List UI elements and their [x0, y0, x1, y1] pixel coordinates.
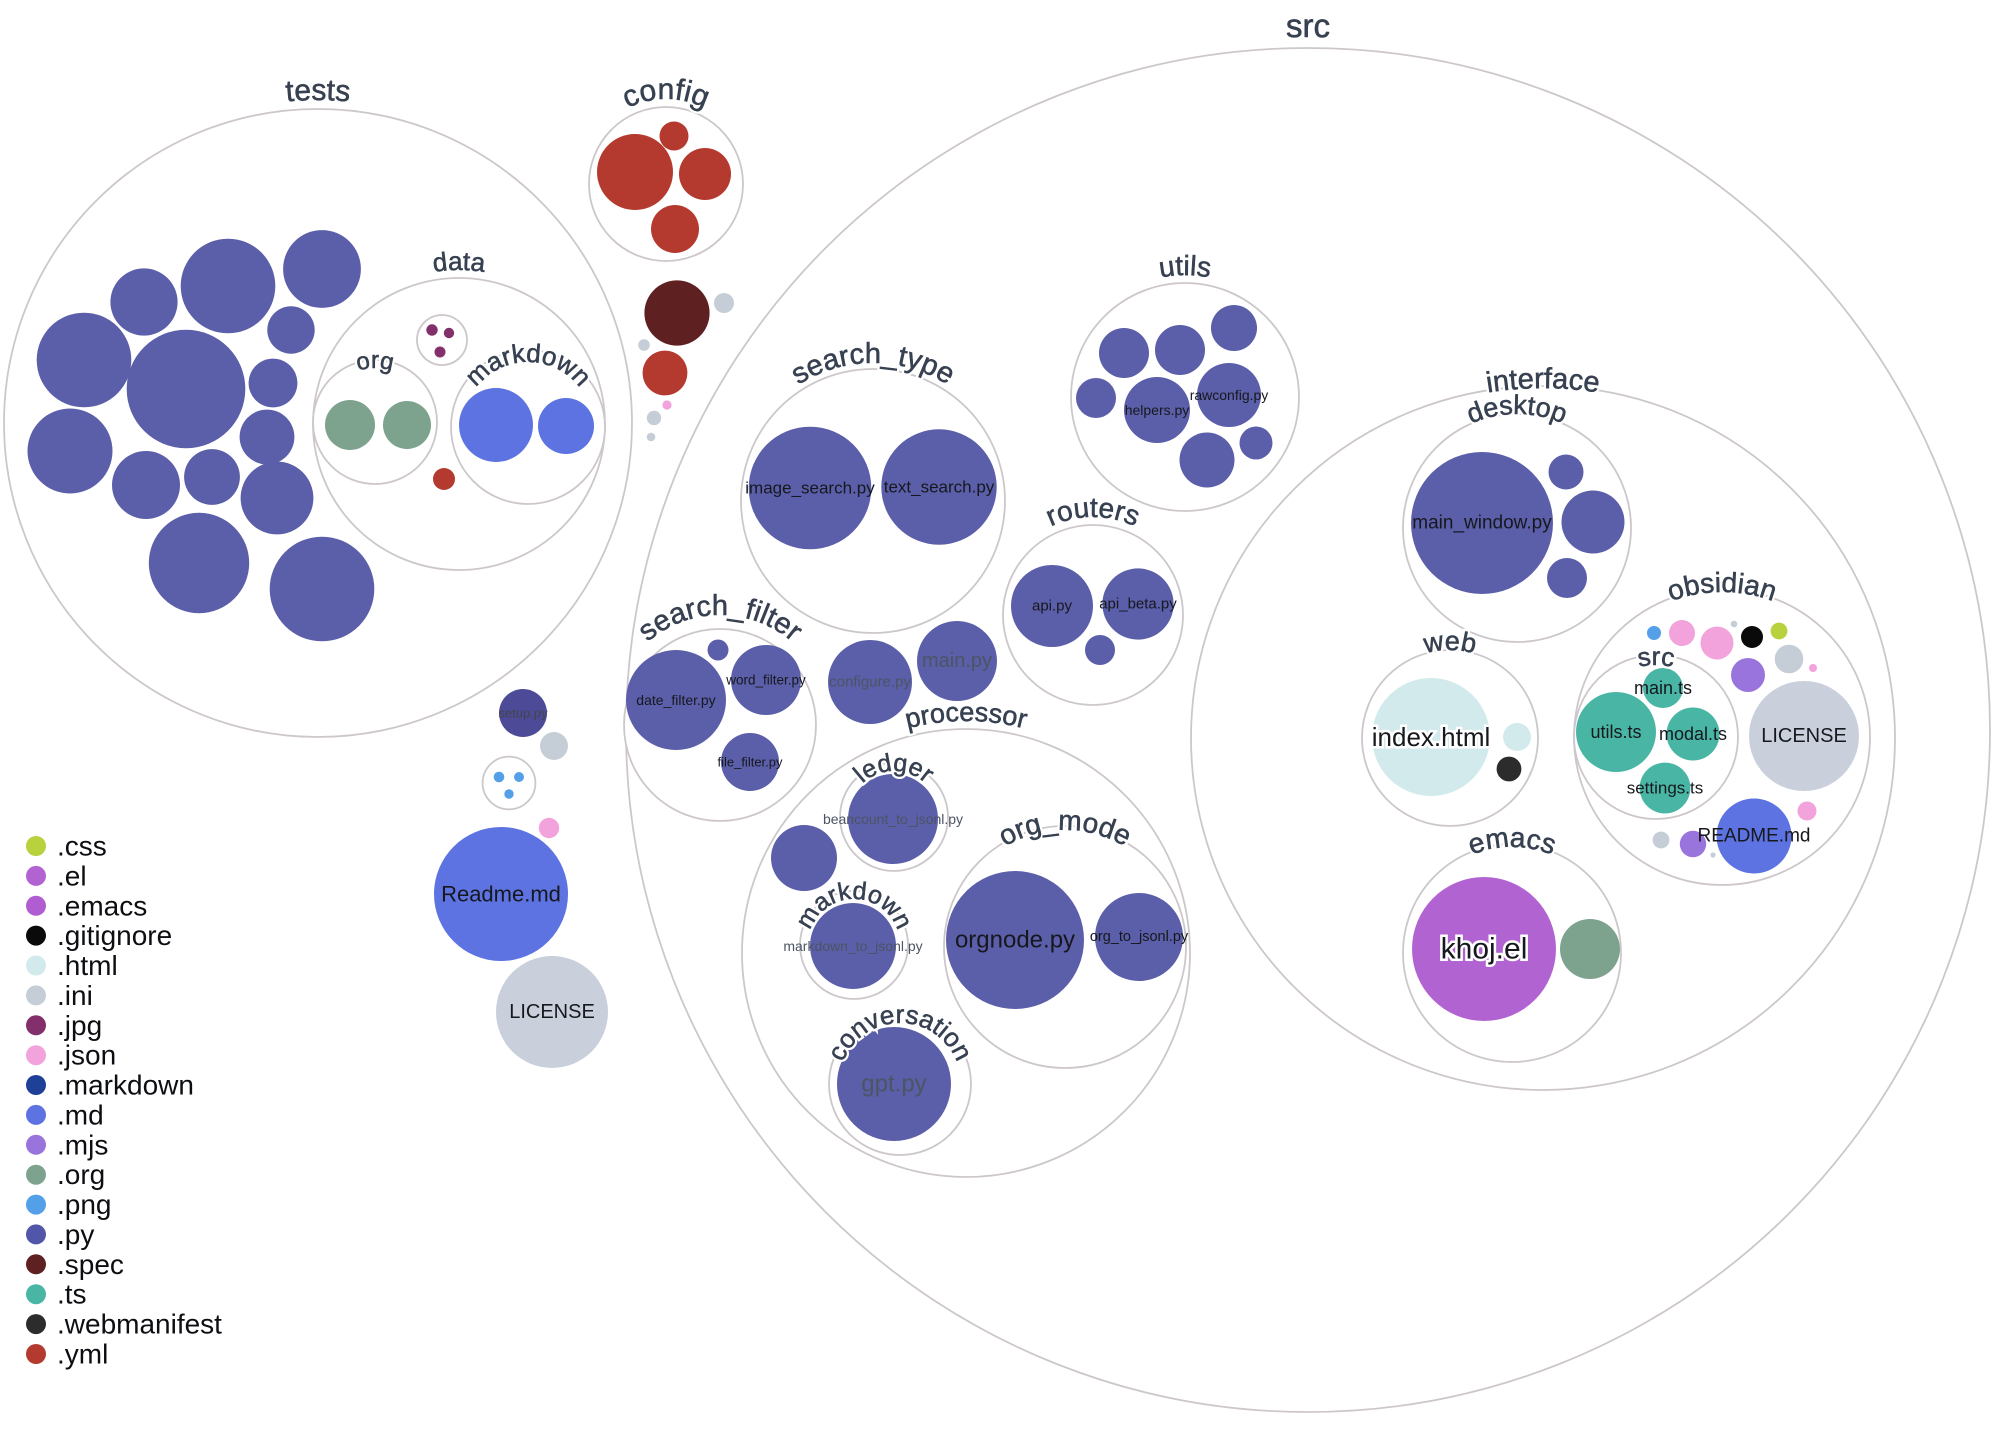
- svg-text:utils: utils: [1157, 250, 1214, 283]
- svg-text:beancount_to_jsonl.py: beancount_to_jsonl.py: [823, 811, 963, 827]
- svg-text:.gitignore: .gitignore: [57, 920, 172, 951]
- svg-text:utils.ts: utils.ts: [1590, 722, 1641, 742]
- svg-text:.jpg: .jpg: [57, 1010, 102, 1041]
- svg-text:main.py: main.py: [922, 650, 992, 672]
- svg-text:.org: .org: [57, 1159, 105, 1190]
- svg-text:.spec: .spec: [57, 1249, 124, 1280]
- svg-text:Readme.md: Readme.md: [441, 882, 561, 907]
- svg-text:rawconfig.py: rawconfig.py: [1190, 387, 1269, 403]
- svg-text:.ts: .ts: [57, 1279, 87, 1310]
- svg-text:org_to_jsonl.py: org_to_jsonl.py: [1090, 929, 1189, 945]
- svg-text:org: org: [354, 347, 397, 376]
- svg-text:utils: utils: [1157, 250, 1214, 283]
- svg-text:interface: interface: [1484, 363, 1602, 399]
- svg-text:.css: .css: [57, 831, 107, 862]
- svg-text:interface: interface: [1484, 363, 1602, 399]
- svg-text:web: web: [1420, 626, 1479, 659]
- svg-text:setup.py: setup.py: [498, 706, 548, 721]
- svg-text:markdown_to_jsonl.py: markdown_to_jsonl.py: [783, 938, 922, 954]
- svg-text:word_filter.py: word_filter.py: [725, 673, 806, 688]
- svg-text:main_window.py: main_window.py: [1412, 513, 1552, 534]
- svg-text:.py: .py: [57, 1219, 94, 1250]
- svg-text:helpers.py: helpers.py: [1125, 402, 1190, 418]
- svg-text:.el: .el: [57, 860, 87, 891]
- svg-text:main.ts: main.ts: [1634, 678, 1692, 698]
- svg-text:file_filter.py: file_filter.py: [717, 755, 783, 770]
- svg-text:image_search.py: image_search.py: [745, 479, 875, 498]
- svg-text:README.md: README.md: [1698, 826, 1811, 847]
- svg-text:api.py: api.py: [1032, 598, 1073, 615]
- svg-text:LICENSE: LICENSE: [509, 1001, 595, 1023]
- svg-text:date_filter.py: date_filter.py: [636, 692, 715, 708]
- svg-text:src: src: [1635, 641, 1677, 673]
- svg-text:index.html: index.html: [1372, 722, 1491, 752]
- svg-text:.ini: .ini: [57, 980, 93, 1011]
- svg-text:.png: .png: [57, 1189, 112, 1220]
- svg-text:org: org: [354, 347, 397, 376]
- svg-text:orgnode.py: orgnode.py: [955, 927, 1075, 954]
- svg-text:.markdown: .markdown: [57, 1070, 194, 1101]
- svg-text:.yml: .yml: [57, 1339, 108, 1370]
- svg-text:.html: .html: [57, 950, 118, 981]
- svg-text:processor: processor: [902, 697, 1030, 734]
- svg-text:api_beta.py: api_beta.py: [1099, 596, 1177, 613]
- svg-text:.webmanifest: .webmanifest: [57, 1309, 222, 1340]
- svg-text:src: src: [1285, 7, 1330, 44]
- svg-text:web: web: [1420, 626, 1479, 659]
- svg-text:src: src: [1285, 7, 1330, 44]
- svg-text:text_search.py: text_search.py: [884, 478, 995, 497]
- svg-text:gpt.py: gpt.py: [861, 1071, 926, 1098]
- svg-text:modal.ts: modal.ts: [1659, 724, 1727, 744]
- svg-text:configure.py: configure.py: [829, 674, 911, 691]
- svg-text:src: src: [1635, 641, 1677, 673]
- svg-text:tests: tests: [284, 74, 351, 109]
- svg-text:data: data: [431, 246, 488, 278]
- svg-text:data: data: [431, 246, 488, 278]
- svg-text:.mjs: .mjs: [57, 1129, 108, 1160]
- svg-text:.json: .json: [57, 1040, 116, 1071]
- svg-text:.emacs: .emacs: [57, 890, 147, 921]
- svg-text:LICENSE: LICENSE: [1761, 725, 1847, 747]
- svg-text:.md: .md: [57, 1099, 104, 1130]
- svg-text:settings.ts: settings.ts: [1627, 779, 1704, 798]
- svg-text:khoj.el: khoj.el: [1441, 933, 1528, 966]
